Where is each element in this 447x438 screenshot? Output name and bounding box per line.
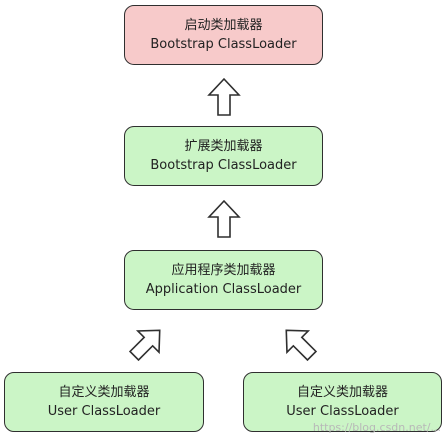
user-classloader-left-title: 自定义类加载器 xyxy=(58,385,150,400)
application-classloader-box: 应用程序类加载器 Application ClassLoader xyxy=(124,250,323,310)
extension-classloader-subtitle: Bootstrap ClassLoader xyxy=(150,158,297,173)
bootstrap-classloader-box: 启动类加载器 Bootstrap ClassLoader xyxy=(124,5,323,65)
bootstrap-classloader-subtitle: Bootstrap ClassLoader xyxy=(150,37,297,52)
arrow-up-left-icon xyxy=(285,329,318,362)
user-classloader-right-subtitle: User ClassLoader xyxy=(286,404,399,419)
user-classloader-left-subtitle: User ClassLoader xyxy=(47,404,161,419)
extension-classloader-title: 扩展类加载器 xyxy=(184,139,263,154)
watermark-text: https://blog.csdn.net/... xyxy=(312,421,441,434)
arrow-up-icon xyxy=(207,77,241,116)
user-classloader-right-box: 自定义类加载器 User ClassLoader xyxy=(243,372,442,432)
application-classloader-subtitle: Application ClassLoader xyxy=(145,282,302,297)
arrow-up-right-icon xyxy=(128,329,161,362)
user-classloader-left-box: 自定义类加载器 User ClassLoader xyxy=(4,372,204,432)
application-classloader-title: 应用程序类加载器 xyxy=(171,263,276,278)
user-classloader-right-title: 自定义类加载器 xyxy=(296,385,388,400)
extension-classloader-box: 扩展类加载器 Bootstrap ClassLoader xyxy=(124,126,323,186)
arrow-up-icon xyxy=(207,199,241,238)
bootstrap-classloader-title: 启动类加载器 xyxy=(184,18,263,33)
